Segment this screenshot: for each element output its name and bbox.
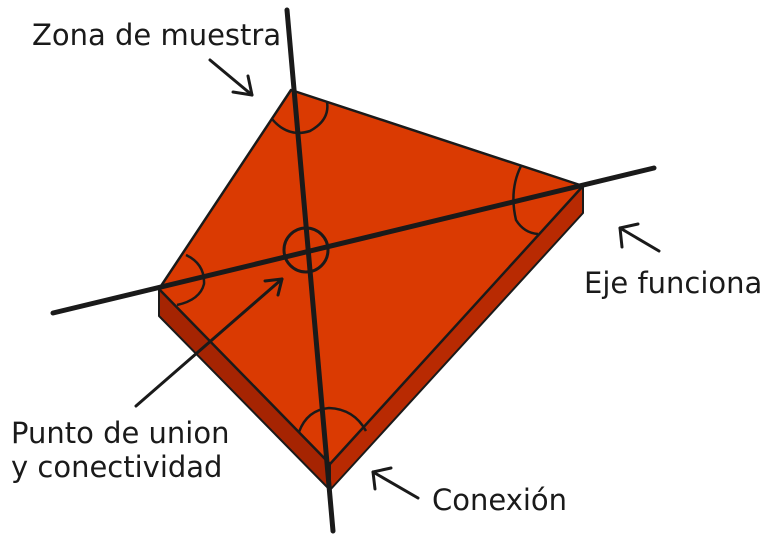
corner-arc-bottom (297, 406, 368, 433)
axis-line-vertical (284, 7, 336, 534)
corner-arcs (176, 101, 539, 433)
arrow-zona (208, 58, 254, 97)
corner-arc-top (271, 101, 329, 135)
label-punto-de-union: Punto de union (11, 416, 229, 450)
label-y-conectividad: y conectividad (11, 450, 222, 484)
arrow-conexion (371, 466, 420, 500)
label-eje-funcional: Eje funcional (584, 266, 763, 300)
corner-arc-left (176, 253, 206, 307)
tile-top-face (157, 88, 585, 466)
label-conexion: Conexión (432, 483, 567, 517)
arrow-eje (618, 222, 661, 253)
label-zona-de-muestra: Zona de muestra (32, 18, 281, 52)
tile (157, 88, 585, 491)
corner-arc-right (512, 165, 539, 236)
labels: Zona de muestra Eje funcional Punto de u… (11, 18, 763, 517)
axis-lines (50, 7, 657, 534)
arrows (134, 58, 661, 500)
axis-line-horizontal (50, 165, 657, 316)
arrow-punto (134, 277, 284, 408)
